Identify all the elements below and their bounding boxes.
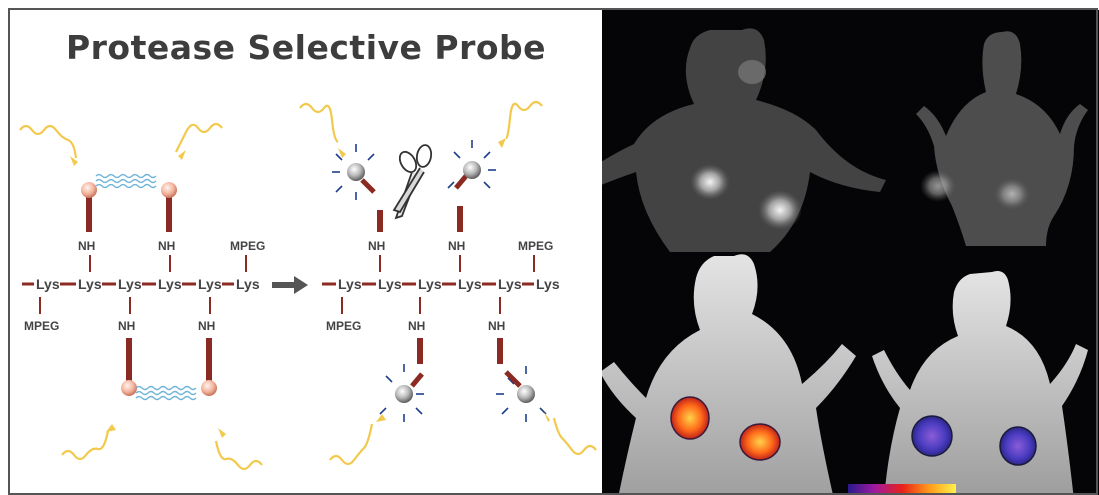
figure-border xyxy=(8,8,1098,495)
